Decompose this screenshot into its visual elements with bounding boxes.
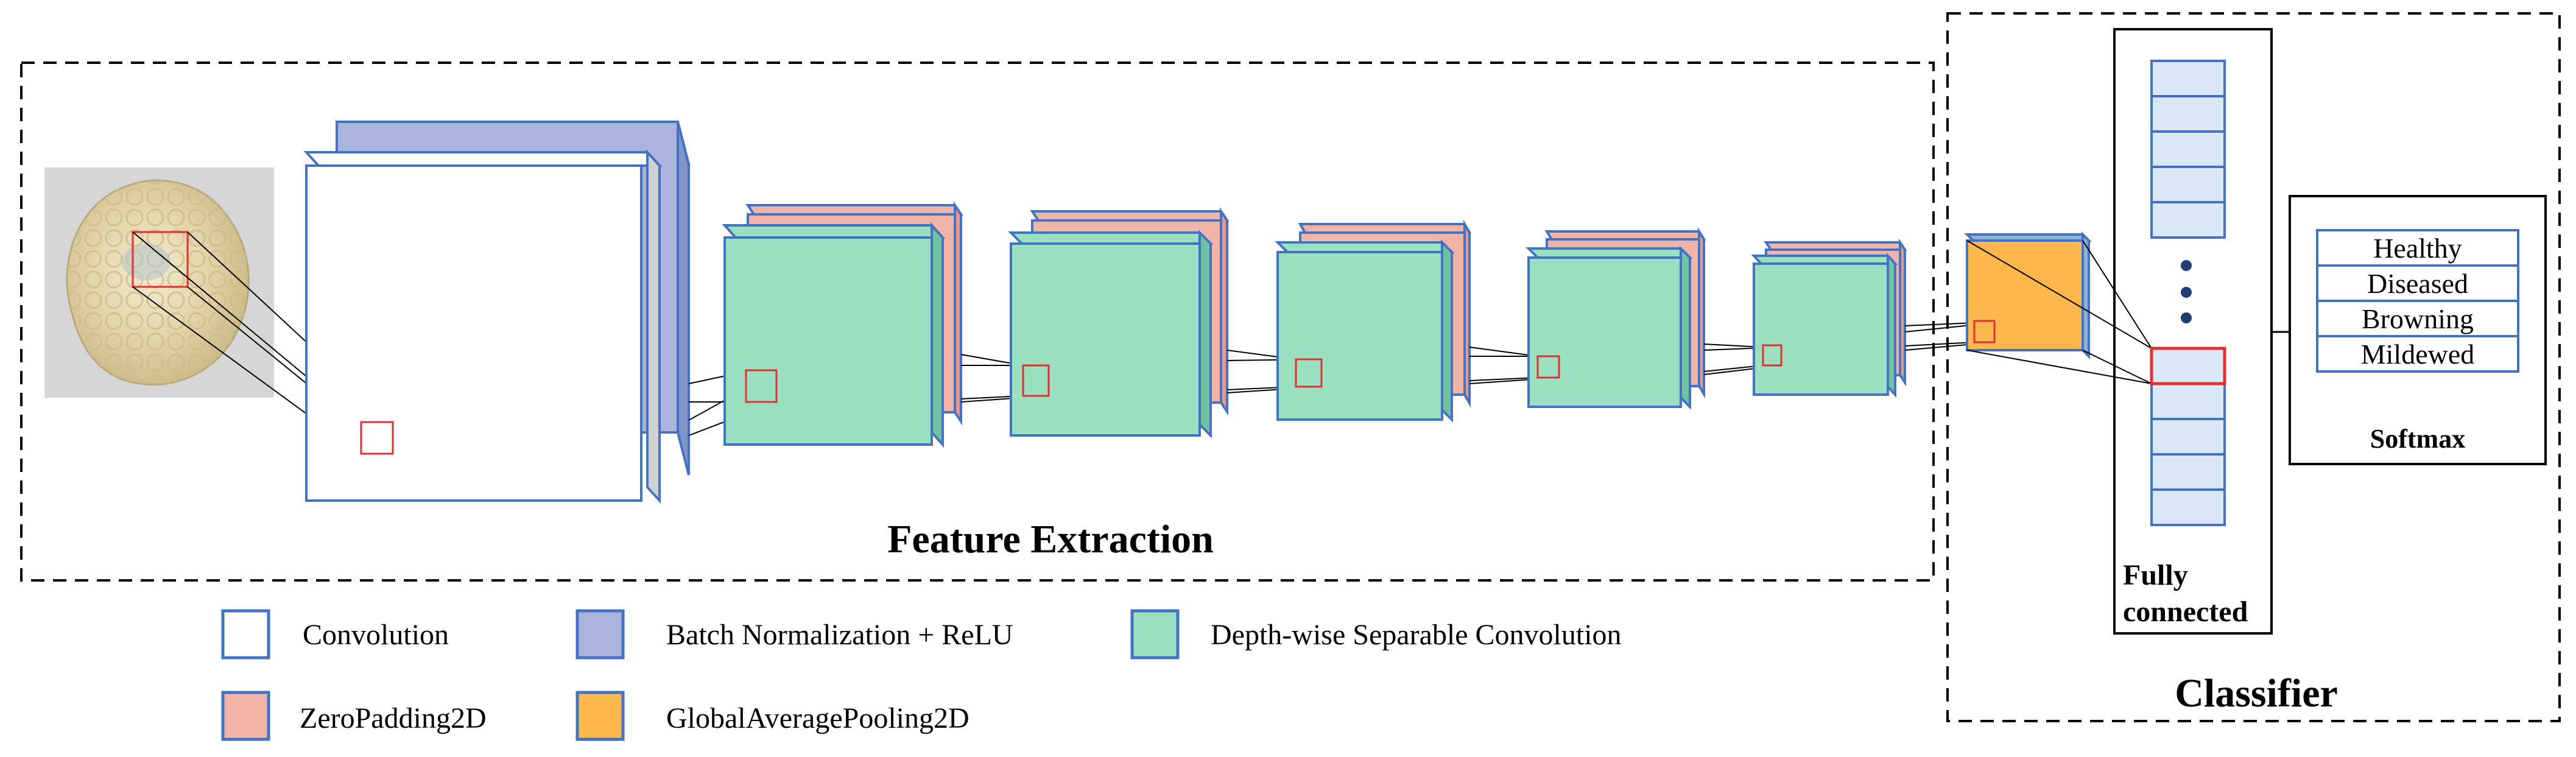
fc-title-line1: Fully <box>2123 559 2188 591</box>
class-label-mildewed: Mildewed <box>2361 339 2475 370</box>
conv-receptive-field <box>360 421 394 455</box>
legend-item-batch-normalization: Batch Normalization + ReLU <box>575 609 1013 660</box>
softmax-title: Softmax <box>2370 424 2465 454</box>
dw1-receptive-field <box>745 369 778 403</box>
input-receptive-field <box>132 231 189 288</box>
classifier-box <box>1946 12 2561 722</box>
fc-neuron <box>2150 488 2226 526</box>
legend-label-convolution: Convolution <box>303 619 449 651</box>
feature-extraction-title: Feature Extraction <box>887 517 1214 562</box>
legend-label-depthwise: Depth-wise Separable Convolution <box>1211 619 1622 651</box>
layer-global-average-pooling <box>1964 231 2092 359</box>
layer-dw-block-4 <box>1526 227 1706 410</box>
fc-highlighted-neuron <box>2150 347 2226 386</box>
fc-neuron <box>2150 418 2226 456</box>
layer-dw-block-2 <box>1008 207 1230 438</box>
fc-ellipsis-dots <box>2181 260 2192 323</box>
layer-dw-block-5 <box>1751 238 1907 398</box>
legend-swatch-depthwise <box>1130 609 1180 660</box>
legend-swatch-batch-normalization <box>575 609 625 660</box>
fc-title-line2: connected <box>2123 596 2248 628</box>
fc-neuron <box>2150 453 2226 491</box>
layer-dw-block-3 <box>1275 219 1472 423</box>
layer-dw-block-1 <box>722 201 963 448</box>
dw4-receptive-field <box>1536 355 1560 379</box>
legend-item-depthwise-separable-convolution: Depth-wise Separable Convolution <box>1130 609 1622 660</box>
fc-neuron <box>2150 201 2226 239</box>
fc-neuron <box>2150 347 2226 385</box>
input-image <box>44 167 274 398</box>
dw2-receptive-field <box>1022 364 1050 397</box>
fc-neuron <box>2150 382 2226 420</box>
legend-swatch-gap <box>575 691 625 741</box>
fc-neuron <box>2150 166 2226 203</box>
legend-item-convolution: Convolution <box>221 609 449 660</box>
connector-gap-fc <box>1966 240 2152 384</box>
legend-item-global-average-pooling: GlobalAveragePooling2D <box>575 691 970 741</box>
legend-item-zeropadding: ZeroPadding2D <box>221 691 487 741</box>
gap-receptive-field <box>1973 320 1996 343</box>
legend-label-batch-normalization: Batch Normalization + ReLU <box>666 619 1013 651</box>
legend-label-zeropadding: ZeroPadding2D <box>300 702 487 734</box>
fc-neuron <box>2150 130 2226 168</box>
layer-convolution-1 <box>303 149 663 504</box>
softmax-class-list: Healthy Diseased Browning Mildewed <box>2316 229 2519 373</box>
softmax-box <box>2289 195 2547 465</box>
class-label-browning: Browning <box>2362 303 2474 334</box>
legend-swatch-zeropadding <box>221 691 270 741</box>
legend-swatch-convolution <box>221 609 270 660</box>
dw5-receptive-field <box>1762 344 1782 367</box>
feature-extraction-box <box>20 62 1935 582</box>
class-label-diseased: Diseased <box>2367 268 2468 299</box>
dw3-receptive-field <box>1295 358 1323 388</box>
fc-neuron <box>2150 60 2226 97</box>
legend-label-gap: GlobalAveragePooling2D <box>666 702 970 734</box>
legend: Convolution Batch Normalization + ReLU D… <box>221 609 1622 741</box>
fc-neuron <box>2150 95 2226 133</box>
classifier-title: Classifier <box>2175 671 2338 716</box>
class-label-healthy: Healthy <box>2373 233 2462 264</box>
